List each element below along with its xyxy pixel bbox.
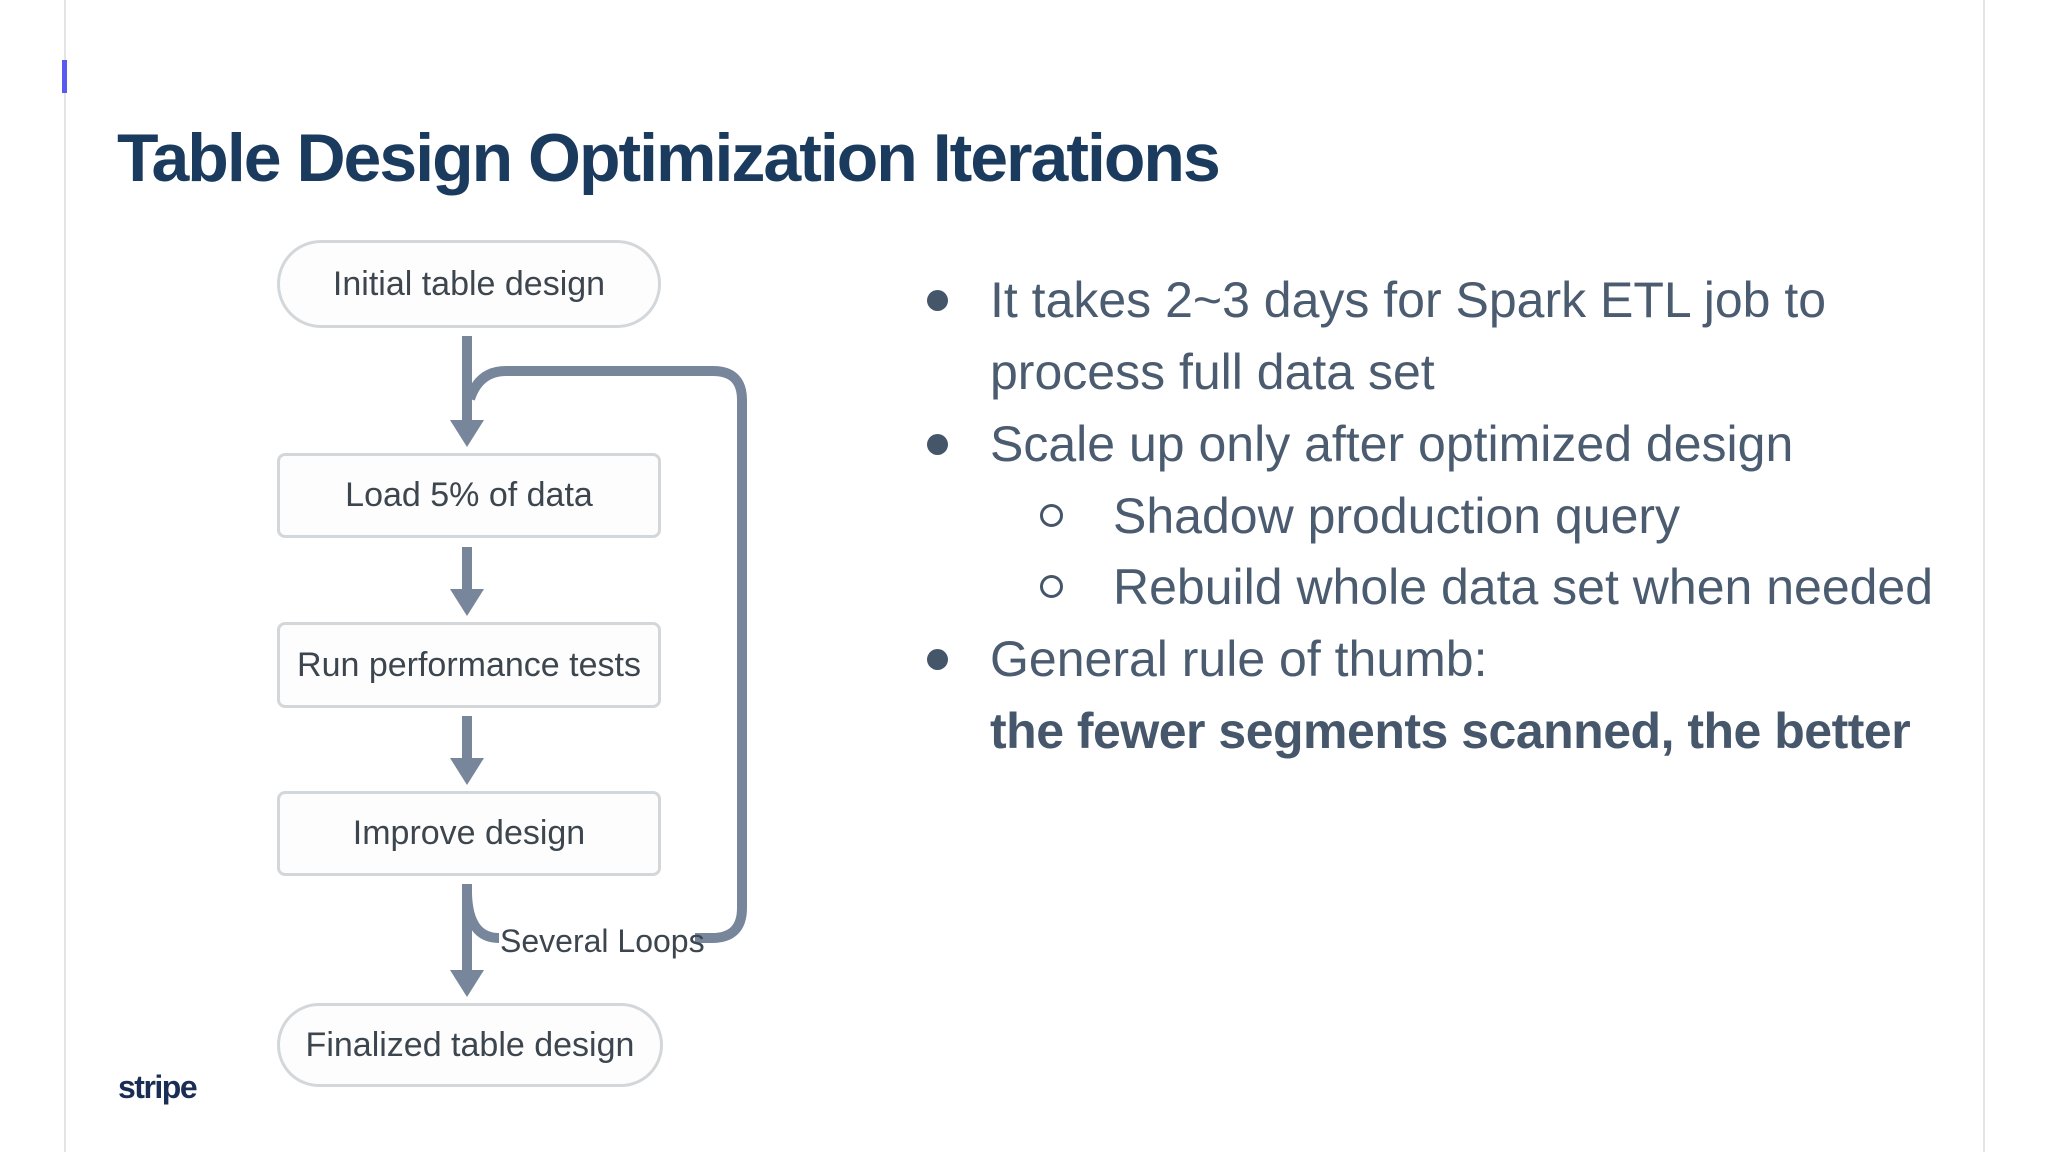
flow-node-finalized-table-design: Finalized table design [277, 1003, 663, 1087]
bullet-item: It takes 2~3 days for Spark ETL job to [990, 272, 1827, 328]
flow-node-improve-design: Improve design [277, 791, 661, 876]
flow-node-label: Initial table design [332, 264, 606, 303]
slide-left-edge [64, 0, 66, 1152]
slide-title: Table Design Optimization Iterations [117, 120, 1221, 196]
arrow-head-3 [450, 758, 484, 785]
flow-node-initial-table-design: Initial table design [277, 240, 661, 328]
bullet-dot-icon [927, 434, 948, 455]
flow-node-label: Run performance tests [297, 645, 641, 684]
bullet-item-bold: the fewer segments scanned, the better [990, 703, 1911, 759]
bullet-item-continuation: process full data set [990, 344, 1435, 400]
slide-right-edge [1983, 0, 1985, 1152]
bullet-item: Scale up only after optimized design [990, 416, 1794, 472]
stripe-logo: stripe [118, 1069, 198, 1105]
arrow-head-1 [450, 420, 484, 447]
loop-branch-line [462, 892, 500, 943]
text-cursor [62, 60, 67, 93]
bullet-item: General rule of thumb: [990, 631, 1488, 687]
arrow-head-2 [450, 589, 484, 616]
flow-node-label: Finalized table design [305, 1025, 635, 1064]
flow-node-label: Load 5% of data [345, 476, 593, 514]
bullet-dot-icon [927, 649, 948, 670]
arrow-head-4 [450, 970, 484, 997]
sub-bullet-item: Rebuild whole data set when needed [1113, 559, 1934, 615]
flow-node-label: Improve design [352, 814, 586, 852]
bullet-dot-icon [927, 290, 948, 311]
sub-bullet-circle-icon [1040, 575, 1063, 598]
flow-node-load-5-percent: Load 5% of data [277, 453, 661, 538]
sub-bullet-item: Shadow production query [1113, 488, 1681, 544]
loop-label: Several Loops [500, 923, 705, 959]
sub-bullet-circle-icon [1040, 504, 1063, 527]
flow-node-run-performance-tests: Run performance tests [277, 622, 661, 708]
